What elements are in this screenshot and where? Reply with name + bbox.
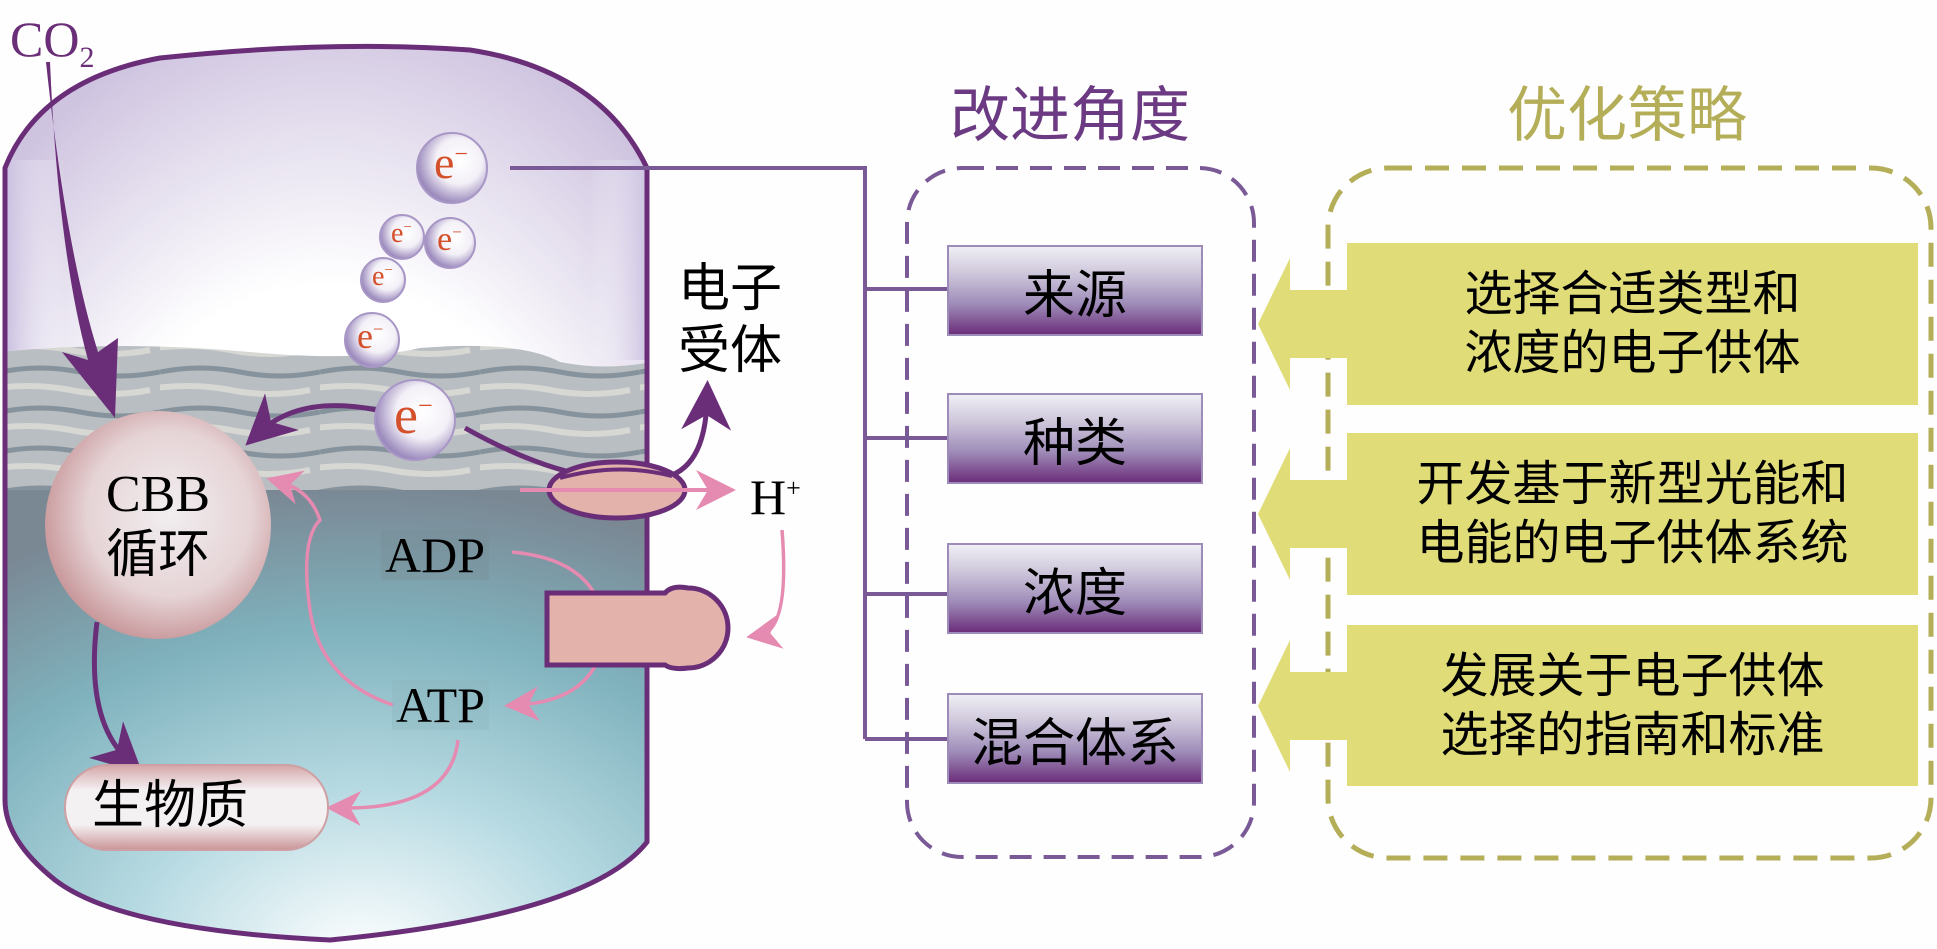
- co2-text: CO: [10, 11, 80, 67]
- electron-label: e−: [391, 218, 412, 249]
- strategies-container: [1325, 165, 1934, 861]
- cbb-cycle-sphere: [45, 411, 271, 639]
- strategy-arrow-2: [1258, 448, 1347, 580]
- strategy-2-line2: 电能的电子供体系统: [1416, 515, 1849, 571]
- strategy-3-line1: 发展关于电子供体: [1440, 647, 1825, 704]
- proton-label: H+: [750, 469, 801, 525]
- cbb-cycle-label: CBB 循环: [93, 465, 223, 585]
- aspects-title: 改进角度: [950, 81, 1190, 151]
- strategy-1-line1: 选择合适类型和: [1464, 266, 1801, 323]
- aspects-container: [905, 166, 1256, 859]
- adp-label: ADP: [381, 530, 490, 580]
- atp-synthase: [544, 584, 731, 672]
- electron-icon: [344, 312, 400, 368]
- cbb-line2: 循环: [105, 525, 210, 585]
- electron-icon: [416, 132, 488, 204]
- electron-particles: [344, 132, 488, 461]
- electron-label: e−: [394, 385, 433, 445]
- strategy-1: 选择合适类型和 浓度的电子供体: [1347, 243, 1918, 405]
- electron-icon: [379, 214, 425, 260]
- co2-subscript: 2: [79, 41, 95, 74]
- atp-to-cbb-arrow: [266, 470, 394, 707]
- aspect-concentration: 浓度: [947, 543, 1203, 634]
- strategy-3: 发展关于电子供体 选择的指南和标准: [1347, 625, 1918, 786]
- electron-acceptor-line1: 电子: [678, 259, 783, 319]
- vessel-interior: [5, 46, 647, 940]
- co2-label: CO2: [10, 14, 94, 73]
- co2-inflow-arrow: [46, 62, 118, 418]
- strategy-2: 开发基于新型光能和 电能的电子供体系统: [1347, 433, 1918, 595]
- aspect-mixed-system: 混合体系: [947, 693, 1203, 784]
- cbb-line1: CBB: [105, 466, 211, 523]
- strategy-arrow-3: [1258, 640, 1347, 772]
- electron-to-cbb-arrow: [245, 393, 378, 446]
- electron-label: e−: [437, 221, 462, 258]
- biomass-label: 生物质: [92, 776, 249, 836]
- aspect-source: 来源: [947, 245, 1203, 336]
- aspect-type: 种类: [947, 393, 1203, 484]
- strategy-3-line2: 选择的指南和标准: [1440, 706, 1825, 763]
- electron-label: e−: [434, 137, 468, 188]
- electron-acceptor-line2: 受体: [678, 321, 783, 381]
- strategy-2-line1: 开发基于新型光能和: [1416, 456, 1849, 513]
- atp-to-biomass-arrow: [326, 739, 460, 826]
- connector-trunk: [510, 166, 867, 739]
- strategy-1-line2: 浓度的电子供体: [1464, 325, 1801, 381]
- electron-icon: [424, 217, 476, 269]
- electron-icon: [360, 257, 406, 303]
- proton-to-synthase-arrow: [746, 529, 786, 649]
- strategies-title: 优化策略: [1507, 81, 1747, 151]
- strategy-arrow-1: [1258, 258, 1347, 390]
- cbb-to-biomass-arrow: [89, 621, 143, 774]
- electron-label: e−: [372, 261, 393, 292]
- biomass-pill: [64, 764, 329, 851]
- electron-label: e−: [357, 316, 384, 356]
- atp-label: ATP: [392, 680, 489, 730]
- electron-icon: [374, 379, 456, 461]
- to-electron-acceptor-arrow: [661, 380, 732, 481]
- electron-acceptor-label: 电子 受体: [678, 258, 782, 382]
